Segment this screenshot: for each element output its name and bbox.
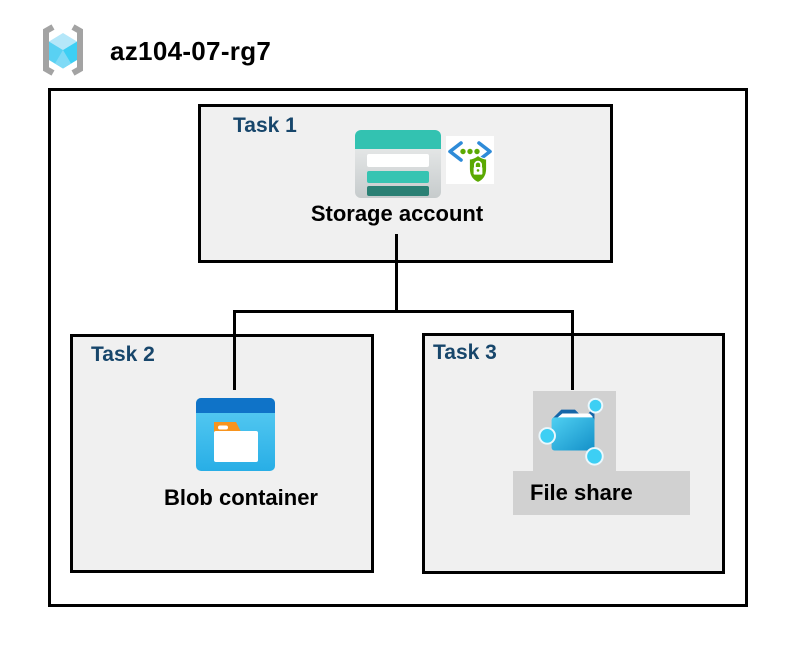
connector-to-file-share — [571, 310, 574, 390]
storage-account-label: Storage account — [310, 201, 484, 226]
storage-account-icon — [355, 130, 441, 198]
blob-container-label: Blob container — [163, 485, 318, 510]
file-share-label-band: File share — [513, 471, 690, 515]
task2-box: Task 2 Blob container — [70, 334, 374, 573]
task1-label: Task 1 — [233, 114, 297, 137]
task3-box: Task 3 File share — [422, 333, 725, 574]
blob-container-icon — [196, 398, 275, 471]
task2-label: Task 2 — [91, 343, 155, 366]
connector-storage-trunk — [395, 234, 398, 312]
connector-to-blob-container — [233, 310, 236, 390]
task3-label: Task 3 — [433, 341, 497, 364]
resource-group-icon — [43, 24, 83, 76]
connector-horizontal — [233, 310, 574, 313]
resource-group-title: az104-07-rg7 — [110, 36, 272, 66]
sas-secure-code-icon — [446, 136, 494, 184]
file-share-icon — [538, 397, 604, 466]
task1-box: Task 1 Storage account — [198, 104, 613, 263]
file-share-label: File share — [530, 480, 633, 505]
